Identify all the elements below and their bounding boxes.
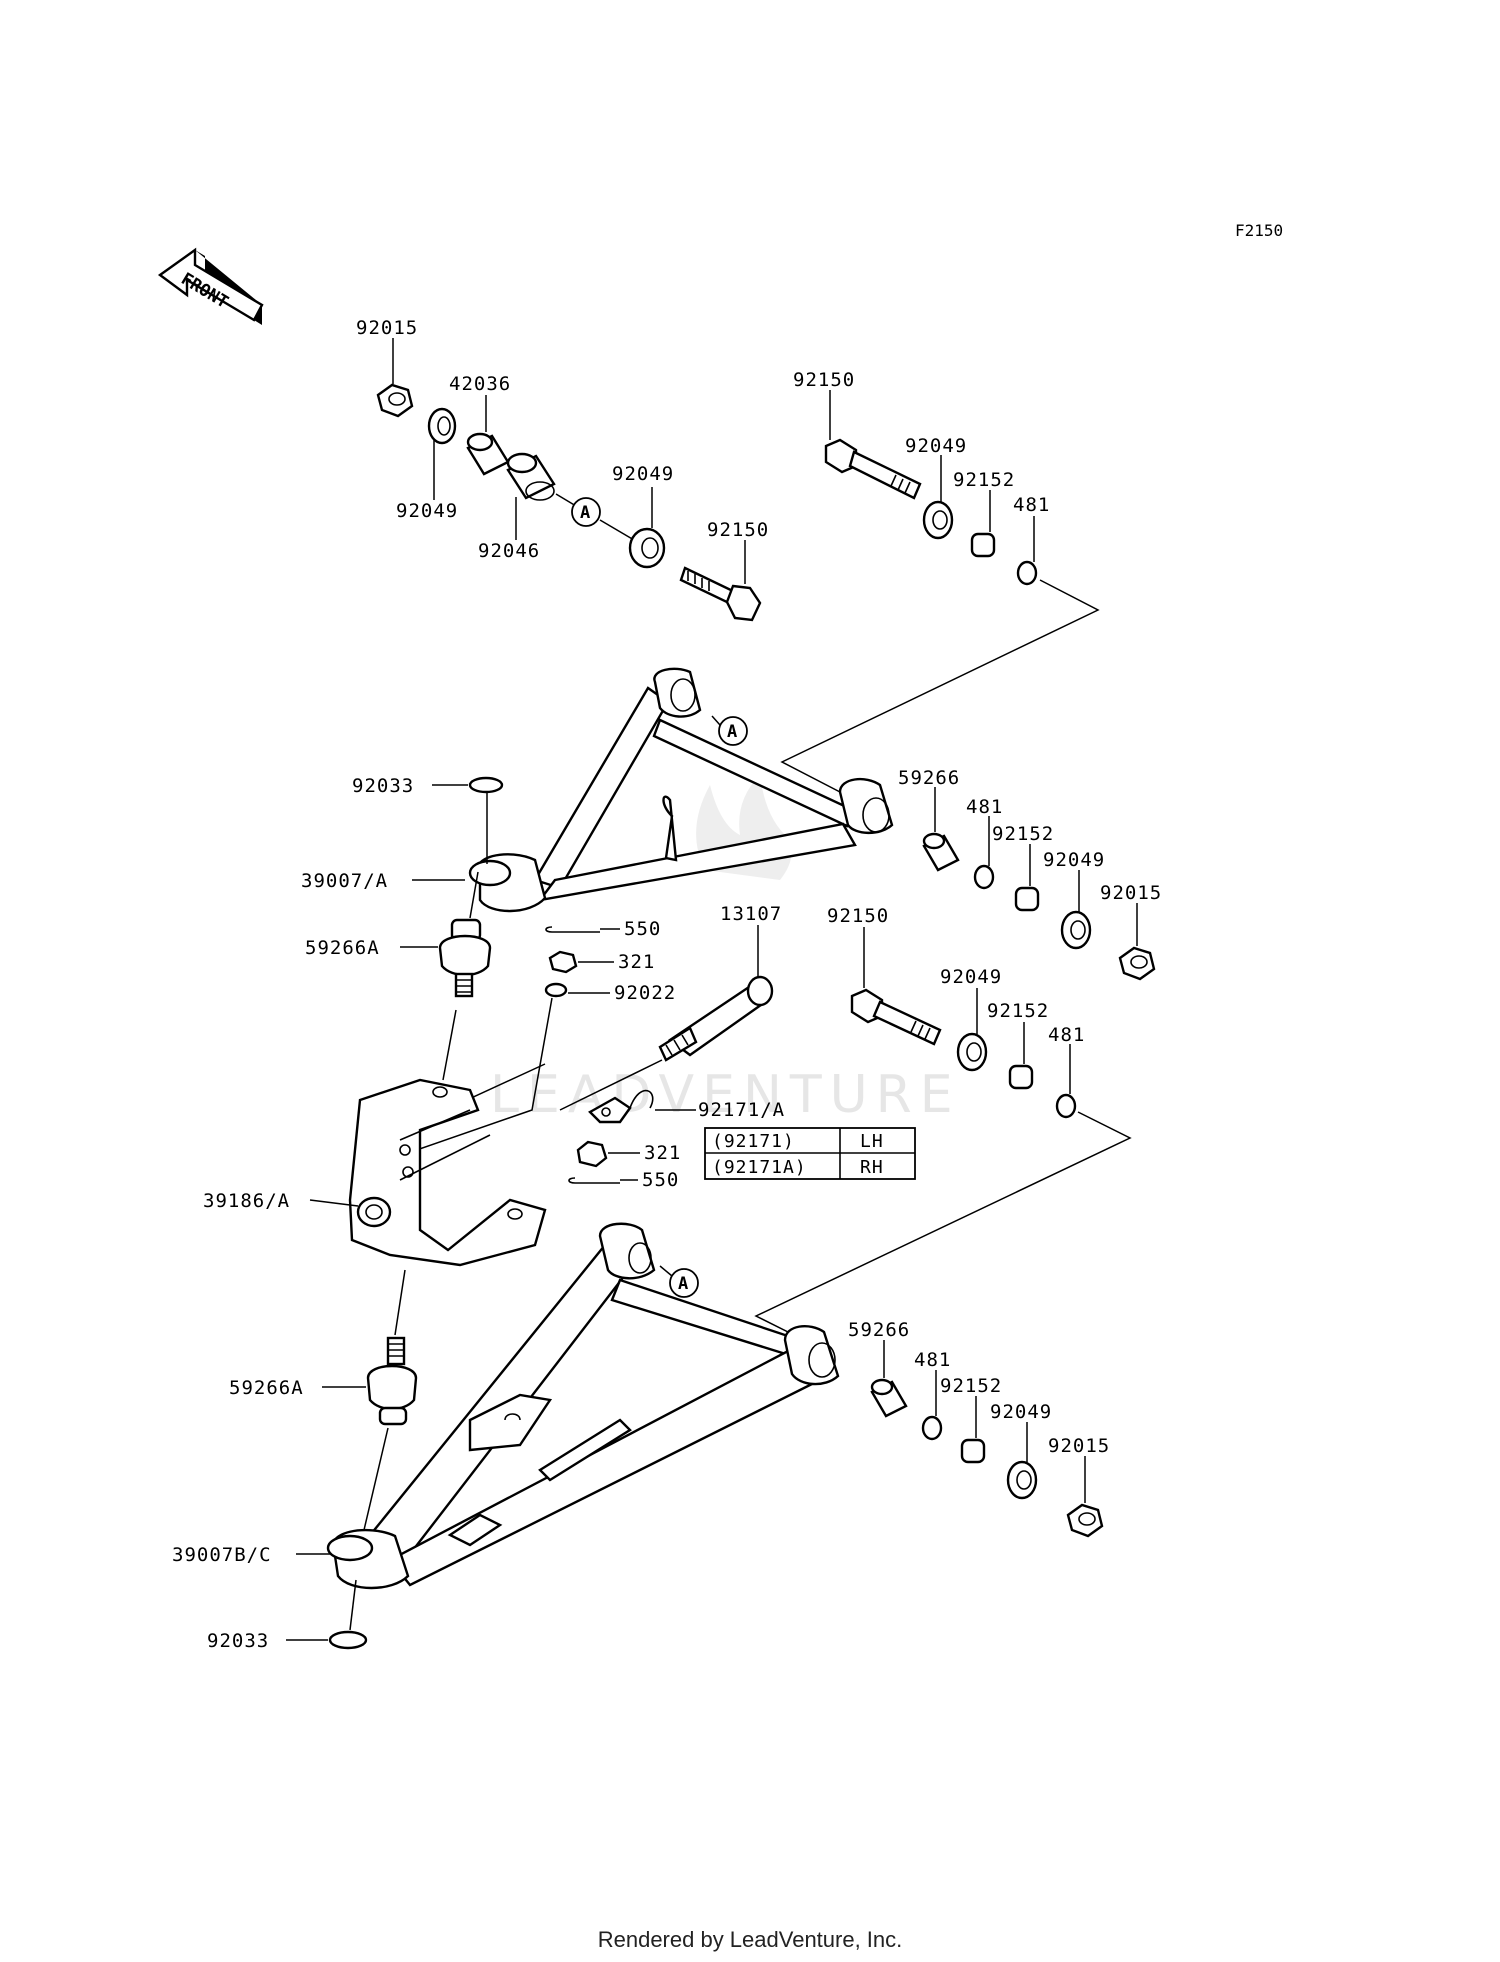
- label-550-b: 550: [642, 1169, 679, 1191]
- lower-a-arm-39007bc: [326, 1222, 840, 1590]
- ball-joint-59266a-bottom: [366, 1336, 418, 1426]
- table-side-rh: RH: [860, 1157, 884, 1178]
- washer-92049-a: [427, 407, 457, 445]
- castle-nut-321-b: [576, 1140, 608, 1168]
- bolt-92150-a: [824, 438, 922, 500]
- label-59266a-top: 59266A: [305, 937, 380, 959]
- circlip-481-c: [1055, 1093, 1077, 1119]
- label-321-a: 321: [618, 951, 655, 973]
- label-92152-d: 92152: [940, 1375, 1002, 1397]
- cotter-pin-550-b: [568, 1177, 620, 1184]
- washer-92049-b: [628, 527, 666, 569]
- label-550-a: 550: [624, 918, 661, 940]
- label-92150-c: 92150: [827, 905, 889, 927]
- label-92022: 92022: [614, 982, 676, 1004]
- label-92049-a: 92049: [396, 500, 458, 522]
- label-92049-b: 92049: [612, 463, 674, 485]
- bolt-92150-b: [679, 566, 762, 622]
- label-39007bc: 39007B/C: [172, 1544, 272, 1566]
- svg-text:A: A: [727, 722, 737, 742]
- label-92049-f: 92049: [990, 1401, 1052, 1423]
- spindle-13107: [658, 975, 774, 1062]
- table-part-lh: (92171): [712, 1131, 795, 1152]
- washer-92022: [544, 982, 568, 998]
- circlip-481-a: [1016, 560, 1038, 586]
- svg-text:A: A: [580, 503, 590, 523]
- label-92049-e: 92049: [940, 966, 1002, 988]
- cotter-pin-550-a: [545, 926, 600, 933]
- label-481-b: 481: [966, 796, 1003, 818]
- washer-92049-c: [922, 500, 954, 540]
- label-92046: 92046: [478, 540, 540, 562]
- label-92049-d: 92049: [1043, 849, 1105, 871]
- callout-a-lower-arm: A: [669, 1268, 699, 1298]
- table-side-lh: LH: [860, 1131, 884, 1152]
- label-92049-c: 92049: [905, 435, 967, 457]
- front-arrow-icon: FRONT: [157, 247, 264, 325]
- label-481-d: 481: [914, 1349, 951, 1371]
- label-59266-a: 59266: [898, 767, 960, 789]
- label-92015-top: 92015: [356, 317, 418, 339]
- label-92171a: 92171/A: [698, 1099, 785, 1121]
- label-92015-b: 92015: [1100, 882, 1162, 904]
- label-92015-c: 92015: [1048, 1435, 1110, 1457]
- label-92150-b: 92150: [707, 519, 769, 541]
- washer-92049-e: [956, 1032, 988, 1072]
- circlip-481-b: [973, 864, 995, 890]
- washer-92049-f: [1006, 1460, 1038, 1500]
- ball-joint-59266a-top: [438, 918, 492, 998]
- nut-92015-b: [1118, 946, 1156, 981]
- collar-92152-b: [1014, 886, 1040, 912]
- table-part-rh: (92171A): [712, 1157, 807, 1178]
- circlip-92033-top: [468, 776, 504, 794]
- label-92033-bottom: 92033: [207, 1630, 269, 1652]
- collar-92152-d: [960, 1438, 986, 1464]
- sleeve-42036: [466, 432, 510, 476]
- label-321-b: 321: [644, 1142, 681, 1164]
- bolt-92150-c: [850, 988, 942, 1046]
- diagram-code: F2150: [1235, 221, 1283, 240]
- label-92152-a: 92152: [953, 469, 1015, 491]
- label-92033-top: 92033: [352, 775, 414, 797]
- bracket-92171a: [588, 1089, 654, 1124]
- label-13107: 13107: [720, 903, 782, 925]
- bearing-92046: [506, 452, 556, 501]
- bushing-59266-a: [922, 832, 960, 872]
- callout-a-top: A: [571, 497, 601, 527]
- nut-92015-c: [1066, 1503, 1104, 1538]
- svg-text:A: A: [678, 1274, 688, 1294]
- collar-92152-c: [1008, 1064, 1034, 1090]
- side-table: (92171) LH (92171A) RH: [704, 1127, 916, 1180]
- collar-92152-a: [970, 532, 996, 558]
- upper-a-arm-39007a: [468, 667, 894, 913]
- label-92152-b: 92152: [992, 823, 1054, 845]
- bushing-59266-b: [870, 1378, 908, 1418]
- circlip-481-d: [921, 1415, 943, 1441]
- label-481-c: 481: [1048, 1024, 1085, 1046]
- label-42036: 42036: [449, 373, 511, 395]
- washer-92049-d: [1060, 910, 1092, 950]
- callout-a-upper-arm: A: [718, 716, 748, 746]
- label-92152-c: 92152: [987, 1000, 1049, 1022]
- label-39007a: 39007/A: [301, 870, 388, 892]
- label-59266-b: 59266: [848, 1319, 910, 1341]
- label-481-a: 481: [1013, 494, 1050, 516]
- nut-92015-top: [376, 383, 414, 418]
- label-59266a-bottom: 59266A: [229, 1377, 304, 1399]
- watermark-text: LEADVENTURE: [490, 1065, 961, 1125]
- label-92150-a: 92150: [793, 369, 855, 391]
- castle-nut-321-a: [548, 950, 578, 974]
- footer-credit: Rendered by LeadVenture, Inc.: [597, 1927, 903, 1952]
- circlip-92033-bottom: [328, 1630, 368, 1650]
- label-39186a: 39186/A: [203, 1190, 290, 1212]
- knuckle-39186a: [348, 1078, 547, 1267]
